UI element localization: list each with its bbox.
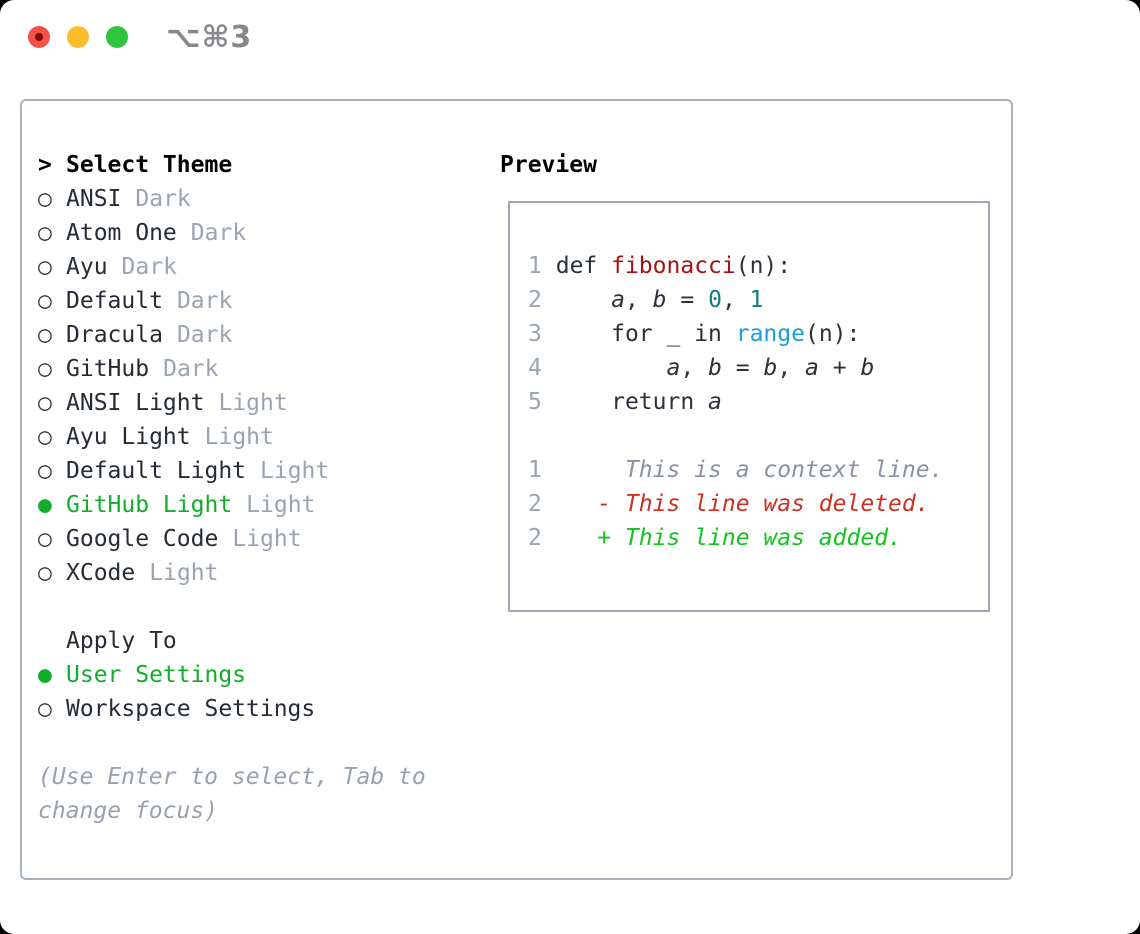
theme-name: GitHub Light xyxy=(66,492,233,518)
apply-list: ● User Settings ○ Workspace Settings xyxy=(38,658,450,726)
theme-name: Ayu xyxy=(66,254,108,280)
theme-variant-tag: Light xyxy=(260,458,330,484)
code-line: 1 def fibonacci(n): xyxy=(528,253,792,279)
radio-icon: ○ xyxy=(38,560,52,586)
line-number: 3 xyxy=(528,321,542,347)
radio-selected-icon: ● xyxy=(38,662,52,688)
theme-variant-tag: Light xyxy=(232,526,302,552)
select-theme-header-label: Select Theme xyxy=(66,152,233,178)
diff-line: 2 + This line was added. xyxy=(528,521,943,555)
select-theme-header: > Select Theme xyxy=(38,148,450,182)
theme-variant-tag: Dark xyxy=(176,288,233,314)
theme-name: ANSI xyxy=(66,186,122,212)
theme-variant-tag: Dark xyxy=(135,186,191,212)
line-number: 4 xyxy=(528,355,542,381)
line-number: 1 xyxy=(528,457,542,483)
theme-option-github[interactable]: ○ GitHub Dark xyxy=(38,352,450,386)
theme-variant-tag: Light xyxy=(204,424,274,450)
line-number: 5 xyxy=(528,389,542,415)
radio-icon: ○ xyxy=(38,186,52,212)
window-title-shortcut: ⌥⌘3 xyxy=(166,20,253,55)
theme-option-ayu[interactable]: ○ Ayu Dark xyxy=(38,250,450,284)
theme-name: Atom One xyxy=(66,220,177,246)
theme-name: Google Code xyxy=(66,526,219,552)
theme-name: ANSI Light xyxy=(66,390,205,416)
code-line: 4 a, b = b, a + b xyxy=(528,355,875,381)
theme-variant-tag: Light xyxy=(246,492,316,518)
radio-icon: ○ xyxy=(38,356,52,382)
code-lines: 1 def fibonacci(n): 2 a, b = 0, 1 3 for _ … xyxy=(528,249,943,419)
apply-target-name: Workspace Settings xyxy=(66,696,316,722)
radio-icon: ○ xyxy=(38,696,52,722)
title-bar: ⌥⌘3 xyxy=(0,0,1140,76)
diff-line-text: This is a context line. xyxy=(541,457,944,483)
close-button[interactable] xyxy=(28,26,50,48)
theme-variant-tag: Dark xyxy=(190,220,247,246)
focus-caret-icon: > xyxy=(38,152,52,178)
radio-icon: ○ xyxy=(38,526,52,552)
radio-icon: ○ xyxy=(38,322,52,348)
theme-name: Default xyxy=(66,288,163,314)
theme-option-ansi[interactable]: ○ ANSI Dark xyxy=(38,182,450,216)
spacer xyxy=(38,726,450,760)
theme-option-ayu-light[interactable]: ○ Ayu Light Light xyxy=(38,420,450,454)
theme-option-github-light[interactable]: ● GitHub Light Light xyxy=(38,488,450,522)
apply-to-header: Apply To xyxy=(38,624,450,658)
diff-line-text: + This line was added. xyxy=(541,525,902,551)
diff-line-text: - This line was deleted. xyxy=(541,491,930,517)
theme-option-default-light[interactable]: ○ Default Light Light xyxy=(38,454,450,488)
code-line: 2 a, b = 0, 1 xyxy=(528,287,764,313)
radio-icon: ○ xyxy=(38,288,52,314)
radio-selected-icon: ● xyxy=(38,492,52,518)
theme-variant-tag: Light xyxy=(218,390,288,416)
line-number: 2 xyxy=(528,525,542,551)
diff-line: 2 - This line was deleted. xyxy=(528,487,943,521)
theme-name: Default Light xyxy=(66,458,247,484)
apply-option-user-settings[interactable]: ● User Settings xyxy=(38,658,450,692)
diff-line: 1 This is a context line. xyxy=(528,453,943,487)
radio-icon: ○ xyxy=(38,220,52,246)
preview-content: 1 def fibonacci(n): 2 a, b = 0, 1 3 for _ … xyxy=(528,249,943,555)
theme-name: GitHub xyxy=(66,356,150,382)
theme-variant-tag: Light xyxy=(149,560,219,586)
theme-variant-tag: Dark xyxy=(176,322,233,348)
spacer xyxy=(528,419,943,453)
code-line: 3 for _ in range(n): xyxy=(528,321,861,347)
theme-option-google-code[interactable]: ○ Google Code Light xyxy=(38,522,450,556)
diff-lines: 1 This is a context line.2 - This line w… xyxy=(528,453,943,555)
theme-option-default[interactable]: ○ Default Dark xyxy=(38,284,450,318)
apply-option-workspace-settings[interactable]: ○ Workspace Settings xyxy=(38,692,450,726)
line-number: 2 xyxy=(528,287,542,313)
radio-icon: ○ xyxy=(38,390,52,416)
keyboard-hint: (Use Enter to select, Tab to change focu… xyxy=(38,764,426,824)
theme-option-atom-one[interactable]: ○ Atom One Dark xyxy=(38,216,450,250)
radio-icon: ○ xyxy=(38,424,52,450)
theme-option-dracula[interactable]: ○ Dracula Dark xyxy=(38,318,450,352)
line-number: 1 xyxy=(528,253,542,279)
theme-variant-tag: Dark xyxy=(121,254,177,280)
spacer xyxy=(38,590,450,624)
zoom-button[interactable] xyxy=(106,26,128,48)
theme-variant-tag: Dark xyxy=(163,356,219,382)
theme-option-xcode[interactable]: ○ XCode Light xyxy=(38,556,450,590)
theme-name: XCode xyxy=(66,560,136,586)
minimize-button[interactable] xyxy=(67,26,89,48)
line-number: 2 xyxy=(528,491,542,517)
theme-option-ansi-light[interactable]: ○ ANSI Light Light xyxy=(38,386,450,420)
radio-icon: ○ xyxy=(38,458,52,484)
preview-pane: 1 def fibonacci(n): 2 a, b = 0, 1 3 for _ … xyxy=(508,201,990,612)
theme-name: Dracula xyxy=(66,322,163,348)
code-line: 5 return a xyxy=(528,389,722,415)
radio-icon: ○ xyxy=(38,254,52,280)
apply-to-header-label: Apply To xyxy=(66,628,177,654)
theme-name: Ayu Light xyxy=(66,424,191,450)
preview-header: Preview xyxy=(500,152,597,178)
apply-target-name: User Settings xyxy=(66,662,247,688)
